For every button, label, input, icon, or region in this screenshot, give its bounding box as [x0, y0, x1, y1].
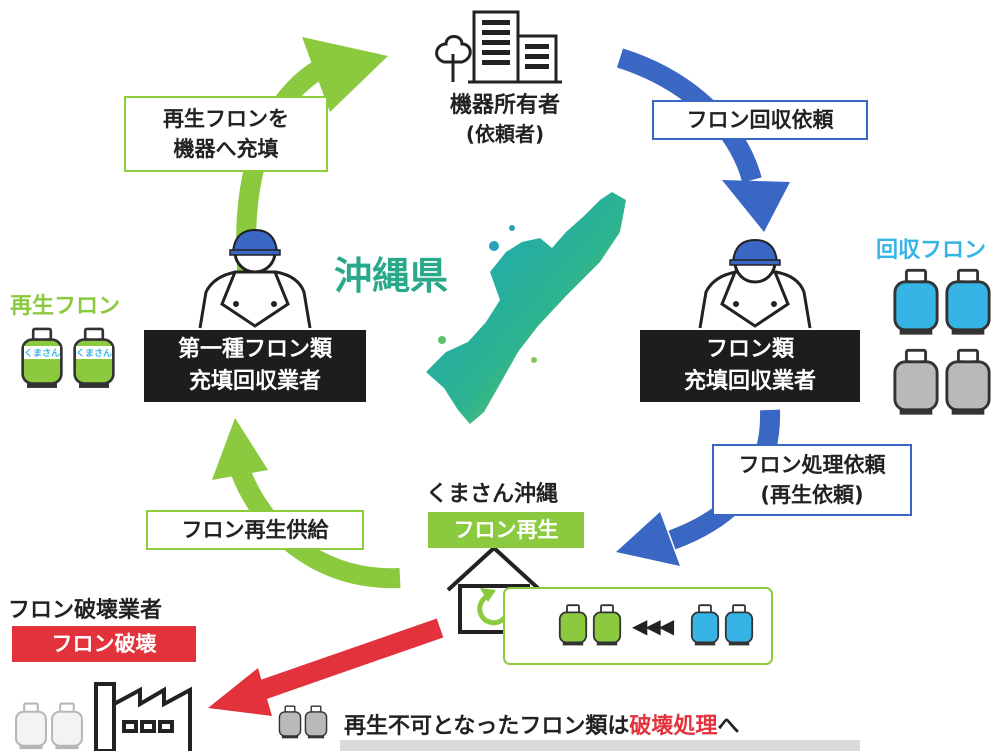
footer-underline [340, 740, 860, 751]
factory-icon [94, 682, 192, 751]
step-request-processing-line2: (再生依頼) [760, 483, 864, 507]
step-request-processing-line1: フロン処理依頼 [738, 453, 886, 477]
step-request-recovery-text: フロン回収依頼 [686, 108, 834, 132]
right-operator-line1: フロン類 [705, 337, 794, 362]
worker-left-icon [198, 228, 312, 329]
prefecture-label: 沖縄県 [334, 254, 449, 298]
right-operator-line2: 充填回収業者 [683, 369, 816, 394]
destruction-company: フロン破壊業者 [8, 598, 163, 623]
recovered-freon-label: 回収フロン [876, 238, 987, 263]
okinawa-map [426, 192, 626, 424]
processing-arrows: ◀◀◀ [632, 614, 674, 638]
building-icon [468, 10, 562, 84]
cylinder-text-2: くまさん [76, 346, 112, 359]
step-request-processing: フロン処理依頼 (再生依頼) [712, 444, 912, 516]
house-recycle-icon [446, 545, 542, 634]
left-operator-line2: 充填回収業者 [188, 369, 321, 394]
step-refill-line1: 再生フロンを [163, 107, 289, 131]
regeneration-panel [503, 587, 773, 665]
step-refill: 再生フロンを 機器へ充填 [124, 96, 328, 172]
destruction-tag: フロン破壊 [12, 626, 196, 662]
kumasan-name: くまさん沖縄 [426, 482, 559, 507]
arrow-destruction [208, 618, 444, 716]
kumasan-tag: フロン再生 [428, 512, 584, 548]
footer-part2: 破壊処理 [629, 714, 718, 739]
footer-part1: 再生不可となったフロン類は [344, 714, 630, 739]
tree-icon [435, 35, 472, 82]
worker-right-icon [698, 238, 812, 329]
footer-part3: へ [717, 714, 740, 739]
arrow-supply [212, 418, 401, 589]
owner-title: 機器所有者 [449, 93, 560, 118]
step-refill-line2: 機器へ充填 [173, 137, 279, 161]
step-supply: フロン再生供給 [146, 510, 364, 550]
step-supply-text: フロン再生供給 [181, 518, 329, 542]
left-operator-line1: 第一種フロン類 [177, 337, 332, 362]
step-request-recovery: フロン回収依頼 [652, 100, 868, 140]
owner-label: 機器所有者 (依頼者) [420, 92, 590, 148]
cylinder-text-1: くまさん [24, 346, 60, 359]
recovered-cylinders-icon [893, 268, 991, 417]
destroyed-cylinders-icon [14, 702, 84, 751]
owner-subtitle: (依頼者) [465, 122, 545, 146]
arrow-request-recovery [616, 48, 790, 232]
regenerated-freon-label: 再生フロン [10, 294, 121, 319]
footer-note: 再生不可となったフロン類は破壊処理へ [344, 708, 739, 740]
left-operator-box: 第一種フロン類 充填回収業者 [144, 330, 366, 402]
right-operator-box: フロン類 充填回収業者 [640, 330, 860, 402]
footer-cylinders-icon [278, 705, 328, 740]
